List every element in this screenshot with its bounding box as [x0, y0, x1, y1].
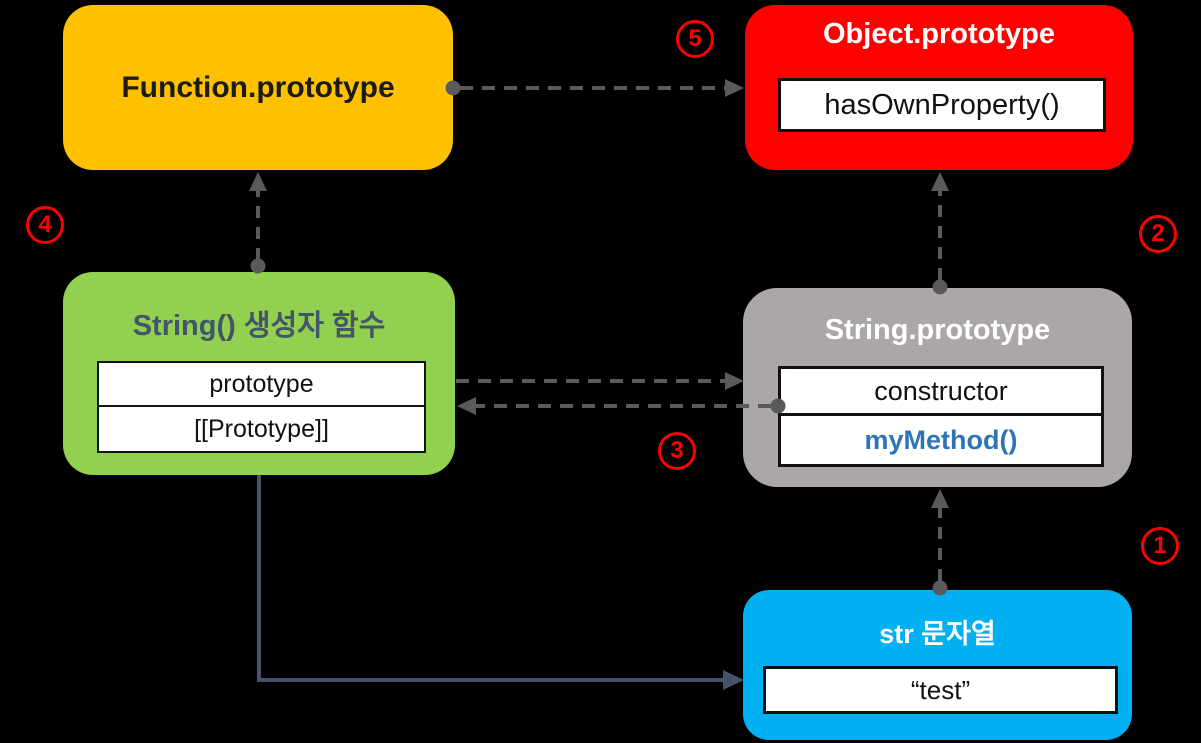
edge-function-to-object: [445, 79, 744, 97]
node-title: String.prototype: [824, 314, 1051, 346]
member-table: prototype [[Prototype]]: [97, 361, 426, 453]
node-object-prototype: Object.prototype hasOwnProperty(): [745, 5, 1133, 170]
member-mymethod: myMethod(): [781, 413, 1101, 464]
edge-constructor-link: [457, 397, 786, 415]
node-string-constructor: String() 생성자 함수 prototype [[Prototype]]: [63, 272, 455, 475]
node-title: Object.prototype: [822, 18, 1055, 50]
member-internal-prototype: [[Prototype]]: [99, 405, 424, 451]
member-table: hasOwnProperty(): [778, 78, 1106, 132]
step-badge-1: 1: [1141, 527, 1179, 565]
node-title: String() 생성자 함수: [132, 310, 386, 342]
node-string-prototype: String.prototype constructor myMethod(): [743, 288, 1132, 487]
node-str-instance: str 문자열 “test”: [743, 590, 1132, 740]
edge-stringproto-to-objectproto: [931, 172, 949, 295]
member-hasownproperty: hasOwnProperty(): [824, 88, 1060, 121]
member-test-value: “test”: [910, 674, 971, 705]
step-badge-4: 4: [26, 206, 64, 244]
member-prototype: prototype: [209, 369, 314, 398]
node-title: Function.prototype: [121, 70, 395, 104]
node-function-prototype: Function.prototype: [63, 5, 453, 170]
node-title: str 문자열: [879, 619, 996, 649]
step-badge-3: 3: [658, 432, 696, 470]
edge-str-to-stringproto: [931, 489, 949, 596]
member-table: constructor myMethod(): [778, 366, 1104, 467]
step-badge-2: 2: [1139, 215, 1177, 253]
member-table: “test”: [763, 666, 1118, 714]
edge-prototype-link: [456, 372, 744, 390]
step-badge-5: 5: [676, 20, 714, 58]
member-constructor: constructor: [874, 375, 1008, 406]
edge-constructor-to-function: [249, 172, 267, 274]
edge-constructor-to-str: [257, 475, 744, 690]
